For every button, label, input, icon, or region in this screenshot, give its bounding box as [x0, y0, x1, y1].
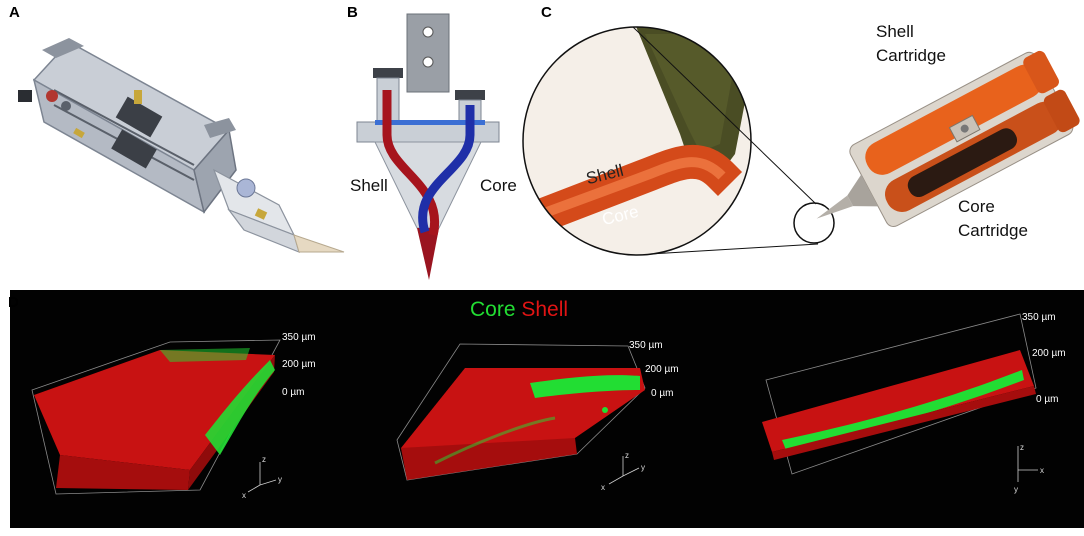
printhead-cad-render — [18, 38, 345, 254]
axis-y-1: y — [278, 475, 282, 484]
scale-350-3: 350 µm — [1022, 312, 1056, 323]
magnified-fiber-inset — [522, 26, 835, 256]
axis-y-3: y — [1014, 485, 1018, 494]
core-label-b: Core — [480, 176, 517, 195]
panel-b-letter: B — [347, 4, 358, 21]
legend-shell: Shell — [521, 298, 569, 321]
dual-cartridge-printhead-photo — [816, 50, 1080, 228]
panel-a-letter: A — [9, 4, 20, 21]
axis-z-1: z — [262, 455, 266, 464]
shell-cartridge-label-line1: Shell — [876, 22, 914, 41]
shell-cartridge-label-line2: Cartridge — [876, 46, 946, 65]
axis-z-2: z — [625, 451, 629, 460]
scale-0-2: 0 µm — [651, 388, 673, 399]
panel-d-letter: D — [8, 294, 19, 311]
confocal-legend: Core Shell — [470, 298, 568, 322]
scale-0-3: 0 µm — [1036, 394, 1058, 405]
shell-label-b: Shell — [350, 176, 388, 195]
core-cartridge-label-line2: Cartridge — [958, 221, 1028, 240]
confocal-volume-1: z y x 350 µm 200 µm 0 µm — [31, 332, 316, 500]
scale-0-1: 0 µm — [282, 387, 304, 398]
axis-x-2: x — [601, 483, 605, 492]
axis-y-2: y — [641, 463, 645, 472]
scale-200-3: 200 µm — [1032, 348, 1066, 359]
confocal-volume-3: z x y 350 µm 200 µm 0 µm — [762, 312, 1066, 494]
scale-200-1: 200 µm — [282, 359, 316, 370]
confocal-volume-2: z y x 350 µm 200 µm 0 µm — [396, 340, 679, 492]
legend-core: Core — [470, 298, 516, 321]
axis-x-1: x — [242, 491, 246, 500]
scale-350-1: 350 µm — [282, 332, 316, 343]
scale-350-2: 350 µm — [629, 340, 663, 351]
scale-200-2: 200 µm — [645, 364, 679, 375]
panel-c-letter: C — [541, 4, 552, 21]
axis-x-3: x — [1040, 466, 1044, 475]
core-cartridge-label-line1: Core — [958, 197, 995, 216]
axis-z-3: z — [1020, 443, 1024, 452]
coaxial-nozzle-diagram — [356, 13, 500, 280]
